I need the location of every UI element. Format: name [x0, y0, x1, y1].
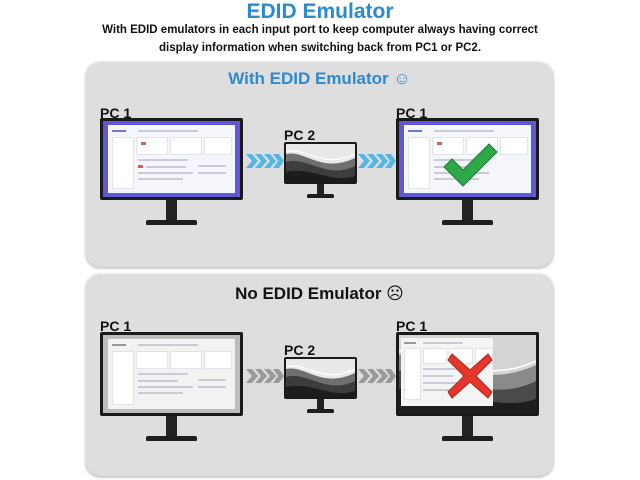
pc1-monitor-right: [396, 118, 539, 228]
pc2-monitor: [284, 357, 357, 415]
pc1-monitor-left: [100, 118, 243, 228]
with-edid-heading: With EDID Emulator ☺: [228, 69, 411, 88]
pc1-label-right: PC 1: [396, 318, 428, 334]
monitor-screen: [286, 359, 355, 397]
monitor-screen: [399, 335, 536, 413]
pc1-label-left: PC 1: [100, 318, 132, 334]
monitor-screen: [103, 121, 240, 197]
wave-wallpaper-icon: [286, 150, 355, 182]
pc1-label-right: PC 1: [396, 105, 428, 121]
arrow-chevrons-icon: [246, 369, 284, 383]
arrow-chevrons-icon: [246, 154, 284, 168]
subtitle-line-2: display information when switching back …: [158, 42, 482, 54]
arrow-chevrons-icon: [358, 154, 396, 168]
check-icon: [443, 143, 498, 187]
pc1-monitor-right: [396, 332, 539, 444]
no-edid-heading: No EDID Emulator ☹: [235, 284, 404, 303]
pc2-monitor: [284, 142, 357, 200]
subtitle-line-1: With EDID emulators in each input port t…: [102, 24, 538, 36]
arrow-chevrons-icon: [358, 369, 396, 383]
pc2-label: PC 2: [284, 127, 316, 143]
no-edid-panel: No EDID Emulator ☹ PC 1 PC 2 PC 1: [86, 274, 553, 476]
wave-wallpaper-icon: [286, 365, 355, 397]
with-edid-panel: With EDID Emulator ☺ PC 1 PC 2 PC 1: [86, 62, 553, 267]
monitor-screen: [103, 335, 240, 413]
pc1-label-left: PC 1: [100, 105, 132, 121]
cross-icon: [447, 353, 493, 399]
pc2-label: PC 2: [284, 342, 316, 358]
pc1-monitor-left: [100, 332, 243, 444]
monitor-screen: [286, 144, 355, 182]
page-title: EDID Emulator: [246, 0, 394, 23]
